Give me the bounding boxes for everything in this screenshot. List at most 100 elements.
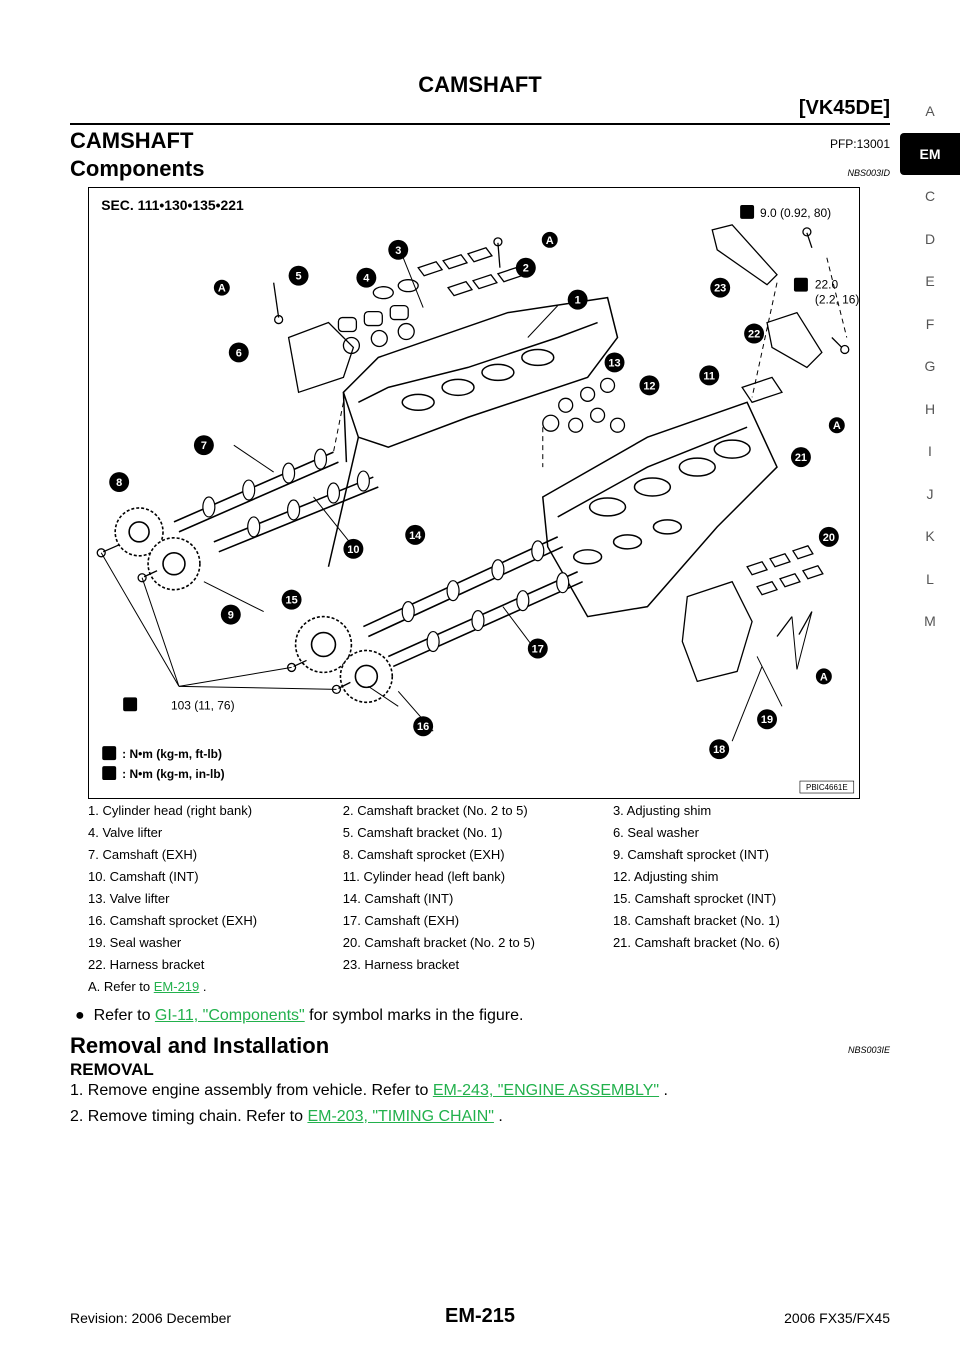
ref-a-label: A xyxy=(218,283,226,295)
legend-cell: 22. Harness bracket xyxy=(88,957,205,972)
callout-1: 1 xyxy=(567,289,588,310)
section-tab[interactable]: I xyxy=(928,443,932,460)
em-243-engine-assembly-link[interactable]: EM-243, "ENGINE ASSEMBLY" xyxy=(432,1082,660,1099)
bullet-text: Refer to xyxy=(93,1007,155,1024)
legend-cell: 17. Camshaft (EXH) xyxy=(342,913,460,928)
section-tab[interactable]: M xyxy=(924,613,936,630)
callout-label: 9 xyxy=(228,610,234,622)
section-tab[interactable]: J xyxy=(926,485,934,502)
section-tab[interactable]: E xyxy=(925,273,935,290)
callout-label: 16 xyxy=(417,721,429,733)
ref-a-label: A xyxy=(833,420,841,432)
callout-21: 21 xyxy=(790,447,811,468)
parts-legend-table: 1. Cylinder head (right bank)2. Camshaft… xyxy=(88,800,860,998)
table-row: 19. Seal washer 20. Camshaft bracket (No.… xyxy=(88,932,860,954)
legend-cell: 20. Camshaft bracket (No. 2 to 5) xyxy=(342,935,535,950)
torque-icon xyxy=(793,277,808,292)
callout-label: 1 xyxy=(575,295,581,307)
table-row: 16. Camshaft sprocket (EXH) 17. Camshaft … xyxy=(88,910,860,932)
callout-22: 22 xyxy=(744,323,765,344)
callout-11: 11 xyxy=(699,365,720,386)
callout-23: 23 xyxy=(710,277,731,298)
callout-label: 2 xyxy=(523,263,529,275)
legend-cell: 11. Cylinder head (left bank) xyxy=(342,869,506,884)
torque-key-ftlb: : N•m (kg-m, ft-lb) xyxy=(122,747,222,761)
section-tab[interactable]: A xyxy=(925,103,935,120)
callout-label: 14 xyxy=(409,530,422,542)
callout-label: 11 xyxy=(703,370,715,382)
legend-cell: 19. Seal washer xyxy=(88,935,182,950)
legend-cell: 4. Valve lifter xyxy=(88,825,163,840)
callout-20: 20 xyxy=(818,526,839,547)
ref-a-marker: A xyxy=(541,231,558,248)
removal-ref-code: NBS003IE xyxy=(847,1045,890,1055)
table-row: 4. Valve lifter 5. Camshaft bracket (No. … xyxy=(88,822,860,844)
legend-cell: 10. Camshaft (INT) xyxy=(88,869,199,884)
left-bank-valve-parts xyxy=(542,376,824,683)
legend-cell: 5. Camshaft bracket (No. 1) xyxy=(342,825,503,840)
exploded-view-figure: SEC. 111•130•135•221 xyxy=(88,187,860,799)
legend-cell: 6. Seal washer xyxy=(612,825,699,840)
section-tab[interactable]: D xyxy=(924,230,936,247)
legend-cell: 13. Valve lifter xyxy=(88,891,170,906)
right-bank-valve-parts xyxy=(273,237,523,394)
ref-a-label: A xyxy=(820,671,828,683)
torque-value-1: 9.0 (0.92, 80) xyxy=(760,206,831,220)
legend-cell: 7. Camshaft (EXH) xyxy=(88,847,198,862)
legend-cell: 3. Adjusting shim xyxy=(612,803,712,818)
legend-note-suffix: . xyxy=(199,979,207,994)
callout-label: 22 xyxy=(748,329,760,341)
callout-13: 13 xyxy=(604,352,625,373)
callout-6: 6 xyxy=(228,342,249,363)
em-203-timing-chain-link[interactable]: EM-203, "TIMING CHAIN" xyxy=(307,1108,494,1125)
step-suffix: . xyxy=(659,1082,668,1099)
bullet-suffix: for symbol marks in the figure. xyxy=(304,1007,524,1024)
components-ref-code: NBS003ID xyxy=(847,168,890,178)
table-row: 10. Camshaft (INT) 11. Cylinder head (lef… xyxy=(88,866,860,888)
gi-11-components-link[interactable]: GI-11, "Components" xyxy=(154,1007,305,1024)
cylinder-head-left-bank xyxy=(541,401,778,618)
step-text: 2. Remove timing chain. Refer to xyxy=(70,1108,308,1125)
section-tab[interactable]: G xyxy=(924,358,936,375)
callout-label: 7 xyxy=(201,440,207,452)
em-219-link[interactable]: EM-219 xyxy=(153,979,200,994)
callout-2: 2 xyxy=(515,257,536,278)
callout-10: 10 xyxy=(343,538,364,559)
section-tab[interactable]: C xyxy=(924,188,936,205)
callout-label: 17 xyxy=(532,643,544,655)
step-1: 1. Remove engine assembly from vehicle. … xyxy=(70,1082,668,1100)
legend-cell: 14. Camshaft (INT) xyxy=(342,891,454,906)
ref-a-marker: A xyxy=(815,668,832,685)
callout-label: 12 xyxy=(643,380,655,392)
legend-cell: 23. Harness bracket xyxy=(342,957,460,972)
section-title: CAMSHAFT xyxy=(70,128,194,153)
legend-cell: 16. Camshaft sprocket (EXH) xyxy=(88,913,258,928)
section-tab-active[interactable]: EM xyxy=(900,132,960,175)
camshaft-lobes xyxy=(202,448,570,653)
callout-17: 17 xyxy=(527,638,548,659)
torque-value-3: 103 (11, 76) xyxy=(171,698,235,712)
section-tab[interactable]: K xyxy=(925,528,935,545)
section-tab[interactable]: H xyxy=(924,400,936,417)
footer-revision: Revision: 2006 December xyxy=(70,1310,232,1326)
figure-id-box xyxy=(799,780,855,794)
reference-a-markers: A A A A xyxy=(213,231,845,685)
callout-4: 4 xyxy=(356,267,377,288)
callout-label: 3 xyxy=(395,245,401,257)
legend-note-text: A. Refer to xyxy=(88,979,154,994)
callout-label: 20 xyxy=(823,532,835,544)
section-tab[interactable]: F xyxy=(925,315,935,332)
torque-icon xyxy=(102,746,117,761)
ref-a-label: A xyxy=(546,235,554,247)
torque-key-inlb: : N•m (kg-m, in-lb) xyxy=(122,767,224,781)
removal-subheading: REMOVAL xyxy=(70,1060,154,1079)
callout-numbers: 1 2 3 4 5 6 7 8 9 10 11 12 13 14 15 16 1… xyxy=(109,239,839,760)
section-tab[interactable]: L xyxy=(926,570,934,587)
callout-label: 21 xyxy=(795,452,807,464)
page-header-model: [VK45DE] xyxy=(798,97,890,119)
torque-value-2a: 22.0 xyxy=(815,278,839,292)
callout-label: 18 xyxy=(713,744,725,756)
callout-label: 5 xyxy=(296,271,302,283)
part-number: PFP:13001 xyxy=(829,137,890,151)
legend-cell: 8. Camshaft sprocket (EXH) xyxy=(342,847,505,862)
